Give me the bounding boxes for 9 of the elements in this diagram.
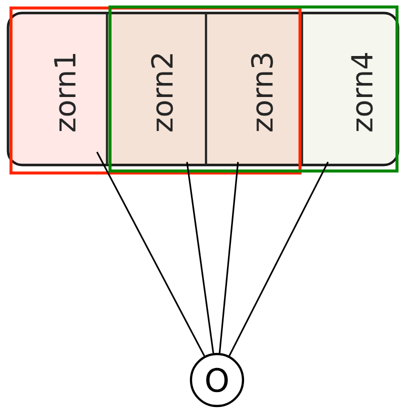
connector-line [186,162,214,354]
cell: zorn4 [302,13,398,165]
connector-line [228,162,329,356]
circle-node: O [190,352,244,408]
cell: zorn3 [206,13,302,165]
connector-line [96,152,206,356]
connector-line [218,162,239,354]
cell: zorn2 [107,13,206,165]
cell: zorn1 [8,13,107,165]
